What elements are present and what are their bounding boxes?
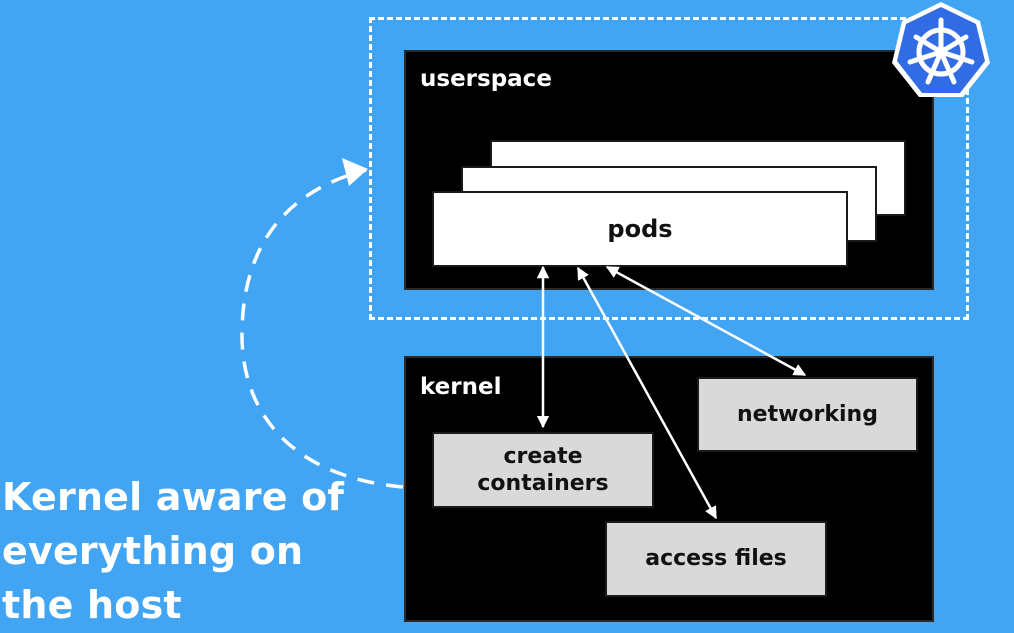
create-containers-line-1: create <box>503 443 583 469</box>
kubernetes-logo-icon <box>892 2 990 97</box>
kernel-title: kernel <box>420 374 502 400</box>
userspace-title: userspace <box>420 66 552 92</box>
networking-box: networking <box>697 377 918 452</box>
caption-line-1: Kernel aware of <box>2 475 345 519</box>
access-files-box: access files <box>605 521 827 597</box>
kernel-awareness-arrow <box>240 168 404 489</box>
pods-access-files-arrow <box>576 266 718 520</box>
pods-label: pods <box>607 215 673 243</box>
pods-networking-arrow <box>605 265 807 377</box>
networking-label: networking <box>737 401 878 427</box>
access-files-label: access files <box>645 546 787 572</box>
kernel-awareness-arrowhead <box>342 158 368 186</box>
pod-card-front: pods <box>432 191 848 267</box>
kernel-caption: Kernel aware of everything on the host <box>2 470 392 632</box>
caption-line-2: everything on <box>2 529 304 573</box>
caption-line-3: the host <box>2 583 182 627</box>
